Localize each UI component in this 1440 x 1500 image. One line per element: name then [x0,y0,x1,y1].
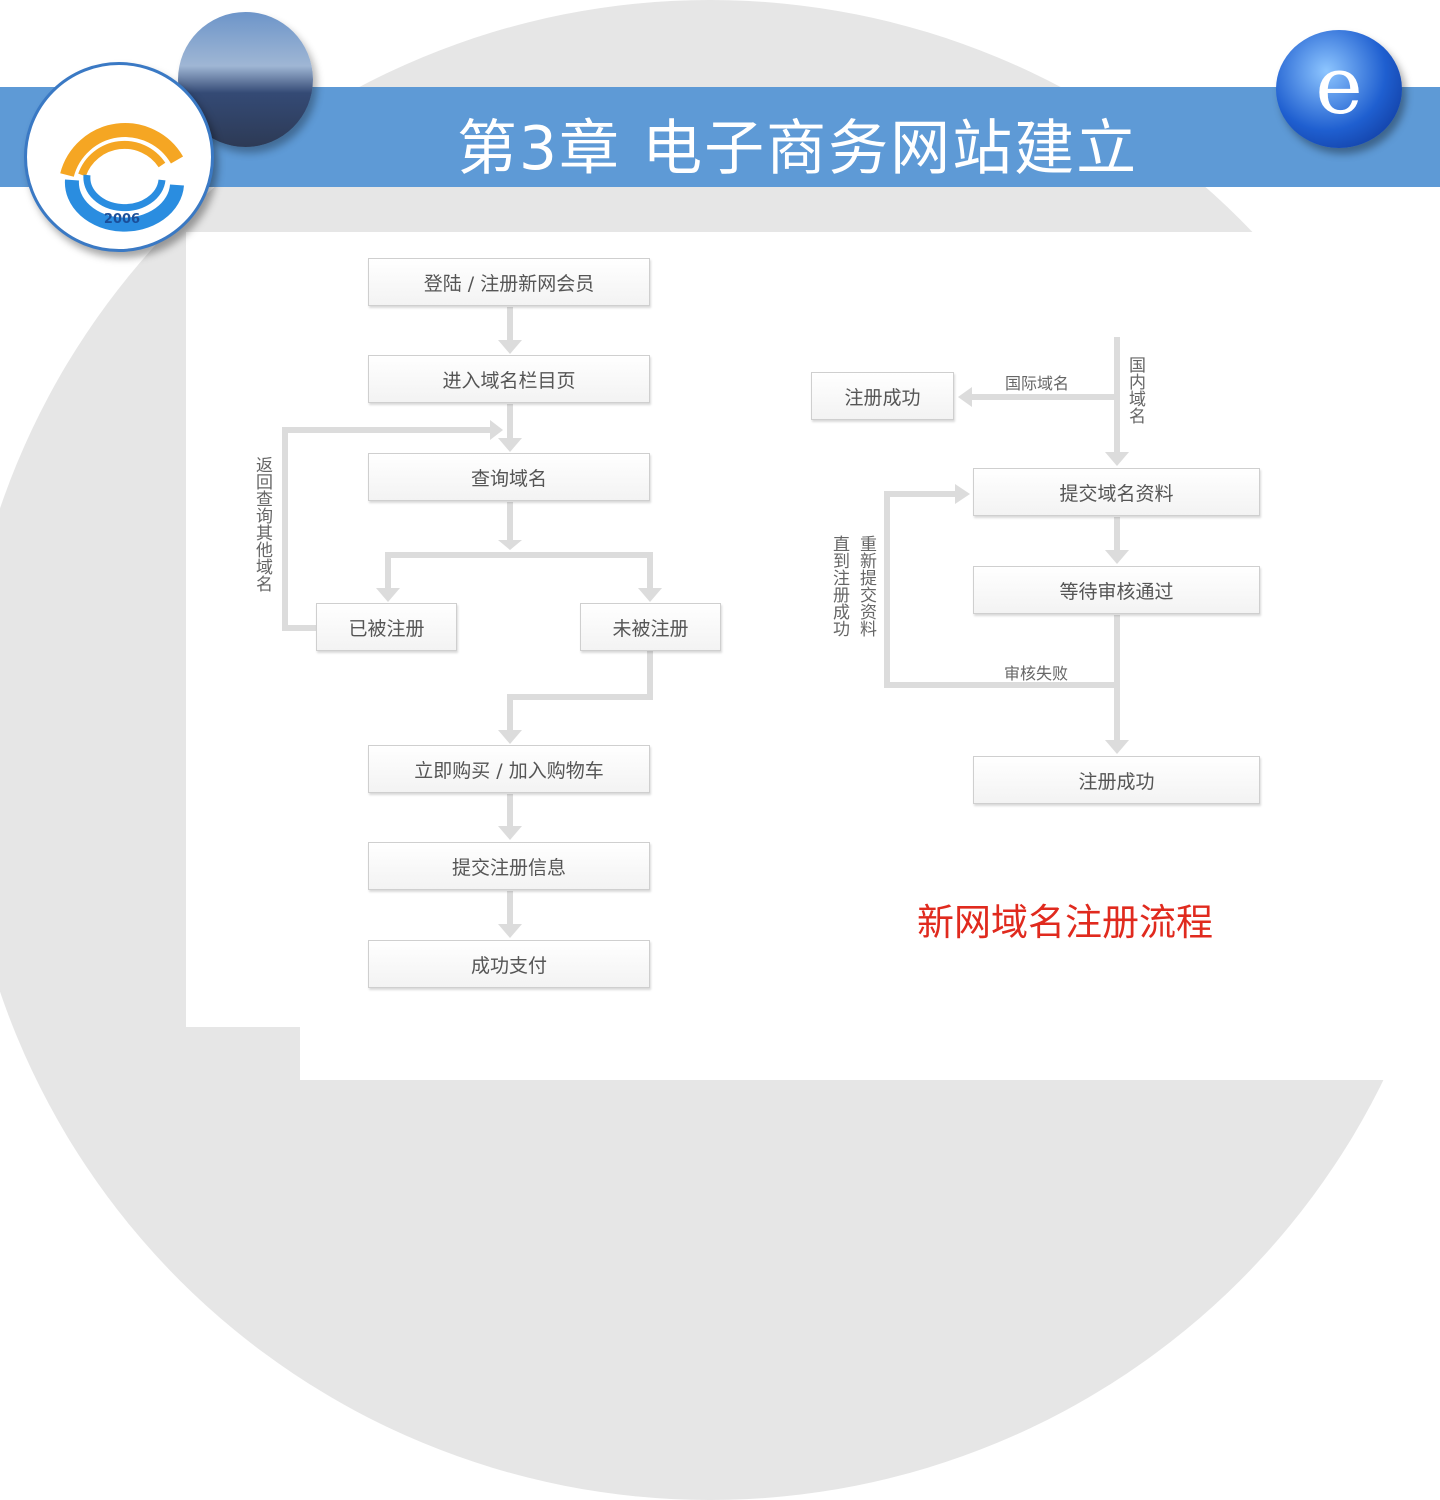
step-submit-domain-data: 提交域名资料 [973,468,1260,516]
diagram-caption: 新网域名注册流程 [917,901,1213,944]
resubmit-label: 重新提交资料 [856,535,876,637]
step-buy: 立即购买 / 加入购物车 [368,745,650,793]
step-unregistered: 未被注册 [580,603,721,651]
step-pay: 成功支付 [368,940,650,988]
step-success-final: 注册成功 [973,756,1260,804]
step-registered: 已被注册 [316,603,457,651]
slide-title: 第3章 电子商务网站建立 [456,114,1139,184]
ie-globe-icon: e [1276,30,1402,148]
svg-text:2006: 2006 [104,212,140,227]
review-failed-label: 审核失败 [1004,664,1069,683]
back-label: 返回查询其他域名 [252,456,272,592]
step-submit-info: 提交注册信息 [368,842,650,890]
content-panel-bottom [300,1027,1440,1080]
step-wait-review: 等待审核通过 [973,566,1260,614]
logo-graphic: 2006 [60,123,184,232]
intl-domain-label: 国际域名 [1005,374,1070,393]
domestic-domain-label: 国内域名 [1125,356,1145,424]
step-query-domain: 查询域名 [368,453,650,501]
step-enter-domain-page: 进入域名栏目页 [368,355,650,403]
school-logo: 2006 [24,62,214,252]
flow-connectors [282,307,1129,938]
until-success-label: 直到注册成功 [829,535,849,637]
step-success-intl: 注册成功 [811,372,954,420]
step-login: 登陆 / 注册新网会员 [368,258,650,306]
